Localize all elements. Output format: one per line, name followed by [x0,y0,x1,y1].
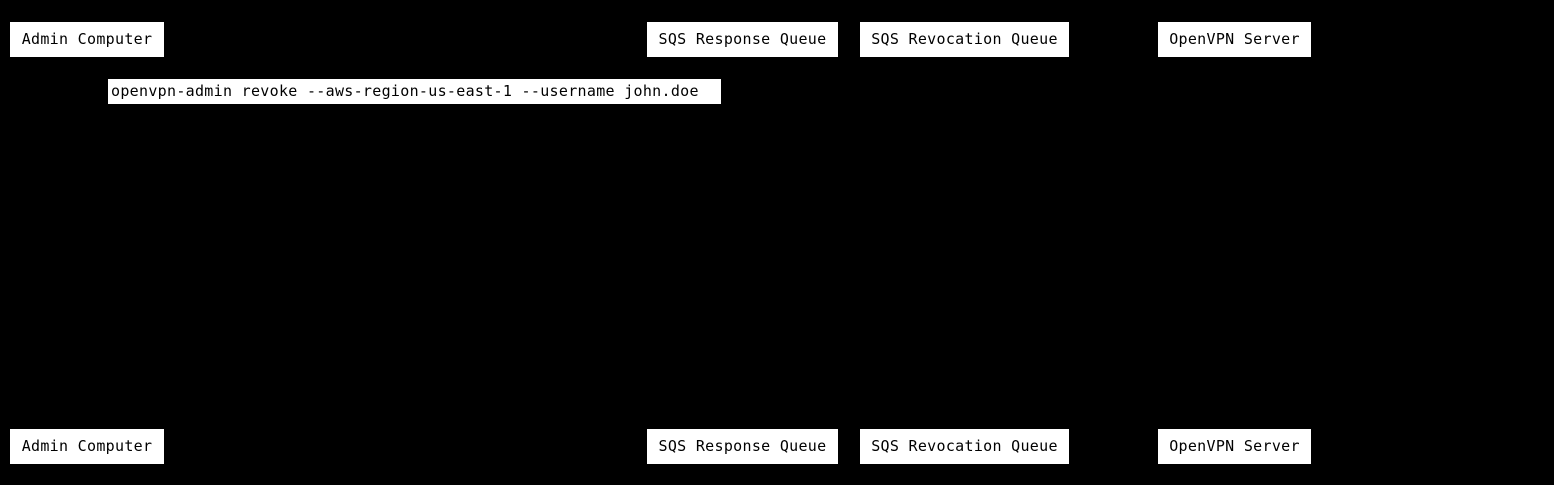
participant-footer-sqs-revocation-queue-label: SQS Revocation Queue [871,437,1058,455]
participant-footer-admin-computer[interactable]: Admin Computer [10,429,164,464]
participant-footer-sqs-response-queue[interactable]: SQS Response Queue [647,429,838,464]
participant-header-sqs-revocation-queue[interactable]: SQS Revocation Queue [860,22,1069,57]
participant-header-admin-computer-label: Admin Computer [21,30,153,48]
participant-footer-admin-computer-label: Admin Computer [21,437,153,455]
participant-header-sqs-response-queue-label: SQS Response Queue [658,30,827,48]
lifeline-admin-computer [87,57,88,429]
participant-footer-openvpn-server-label: OpenVPN Server [1169,437,1300,455]
lifeline-sqs-response-queue [743,57,744,429]
message-label-revoke-command-text: openvpn-admin revoke --aws-region-us-eas… [111,82,699,100]
lifeline-openvpn-server [1234,57,1235,429]
lifeline-sqs-revocation-queue [964,57,965,429]
participant-header-admin-computer[interactable]: Admin Computer [10,22,164,57]
participant-header-sqs-response-queue[interactable]: SQS Response Queue [647,22,838,57]
message-label-revoke-command[interactable]: openvpn-admin revoke --aws-region-us-eas… [108,79,721,104]
participant-footer-sqs-revocation-queue[interactable]: SQS Revocation Queue [860,429,1069,464]
participant-header-sqs-revocation-queue-label: SQS Revocation Queue [871,30,1058,48]
participant-footer-openvpn-server[interactable]: OpenVPN Server [1158,429,1311,464]
self-message-arrow-revoke-command [87,79,109,104]
participant-header-openvpn-server-label: OpenVPN Server [1169,30,1300,48]
participant-header-openvpn-server[interactable]: OpenVPN Server [1158,22,1311,57]
participant-footer-sqs-response-queue-label: SQS Response Queue [658,437,827,455]
